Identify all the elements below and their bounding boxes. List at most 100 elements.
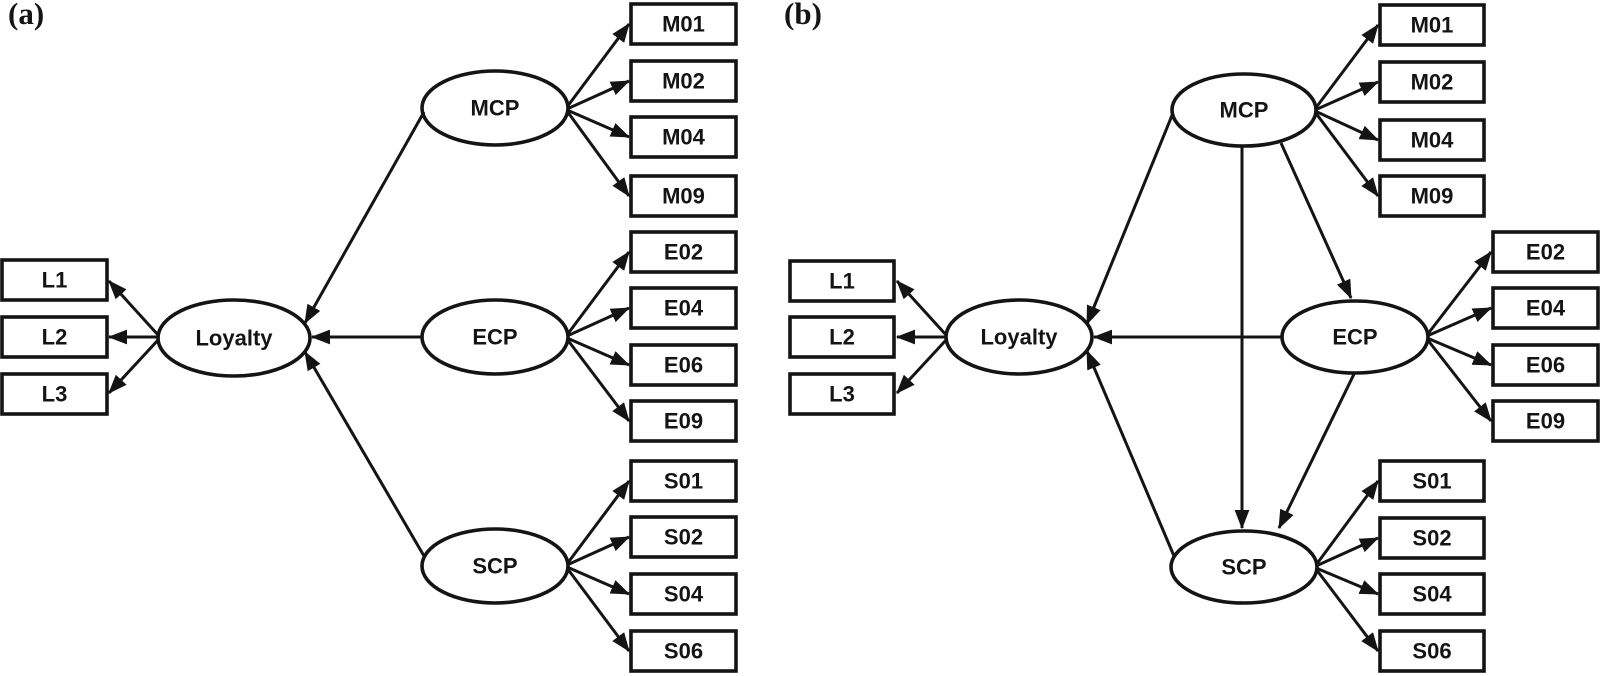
edge-scp-to-s04 <box>566 565 631 596</box>
indicator-box-s06 <box>629 629 738 673</box>
edge-mcp-to-m04 <box>1314 109 1380 142</box>
indicator-label-m09: M09 <box>662 184 705 209</box>
indicator-node-l1: L1 <box>788 259 896 303</box>
indicator-label-s02: S02 <box>664 525 703 550</box>
indicator-label-m02: M02 <box>662 69 705 94</box>
edge-ecp-to-e09 <box>1425 338 1493 422</box>
latent-node-mcp: MCP <box>1170 72 1318 148</box>
edge-scp-to-s01 <box>1314 480 1380 566</box>
indicator-node-m09: M09 <box>629 174 738 218</box>
indicator-label-l3: L3 <box>42 382 68 407</box>
indicator-label-e04: E04 <box>1526 296 1566 321</box>
indicator-node-m01: M01 <box>629 2 738 46</box>
indicator-box-l3 <box>0 372 109 416</box>
indicator-box-s04 <box>1378 572 1486 616</box>
indicator-box-e02 <box>1491 230 1600 274</box>
edge-mcp-to-loyalty <box>1085 112 1175 326</box>
latent-label-ecp: ECP <box>472 325 517 350</box>
indicator-node-s06: S06 <box>1378 629 1486 673</box>
indicator-box-m04 <box>629 115 738 159</box>
edge-mcp-to-m02 <box>1314 80 1380 112</box>
latent-label-scp: SCP <box>1221 555 1266 580</box>
indicator-node-e02: E02 <box>629 230 738 274</box>
indicator-box-m02 <box>1378 60 1486 104</box>
indicator-box-e06 <box>1491 343 1600 387</box>
indicator-label-s06: S06 <box>1412 639 1451 664</box>
indicator-label-m02: M02 <box>1411 70 1454 95</box>
indicator-label-l2: L2 <box>42 325 68 350</box>
edge-scp-to-s06 <box>1314 568 1380 652</box>
indicator-label-e02: E02 <box>1526 240 1565 265</box>
indicator-label-s01: S01 <box>1412 469 1451 494</box>
edge-ecp-to-e02 <box>565 251 631 336</box>
indicator-box-l2 <box>788 315 896 359</box>
indicator-node-e06: E06 <box>629 343 738 387</box>
edge-ecp-to-e09 <box>565 338 631 422</box>
edge-mcp-to-m09 <box>565 110 631 197</box>
indicator-node-s01: S01 <box>629 459 738 503</box>
indicator-box-s02 <box>1378 516 1486 560</box>
indicator-label-e02: E02 <box>664 240 703 265</box>
latent-node-scp: SCP <box>420 527 570 605</box>
edge-scp-to-s06 <box>565 567 631 652</box>
indicator-node-e09: E09 <box>1491 399 1600 443</box>
indicator-label-l3: L3 <box>829 382 855 407</box>
edge-scp-to-s04 <box>1315 566 1380 596</box>
latent-node-loyalty: Loyalty <box>944 298 1094 376</box>
indicator-label-m04: M04 <box>662 125 706 150</box>
latent-node-loyalty: Loyalty <box>156 298 312 378</box>
indicator-label-m01: M01 <box>1411 13 1454 38</box>
indicator-box-l3 <box>788 372 896 416</box>
latent-node-mcp: MCP <box>420 69 570 147</box>
indicator-box-m09 <box>629 174 738 218</box>
indicator-node-l2: L2 <box>788 315 896 359</box>
indicator-label-s04: S04 <box>1412 582 1452 607</box>
indicator-label-e09: E09 <box>1526 409 1565 434</box>
indicator-box-l1 <box>0 258 109 302</box>
indicator-node-l2: L2 <box>0 315 109 359</box>
indicator-box-e04 <box>1491 286 1600 330</box>
indicator-label-e06: E06 <box>1526 353 1565 378</box>
indicator-node-e02: E02 <box>1491 230 1600 274</box>
indicator-label-s01: S01 <box>664 469 703 494</box>
edge-mcp-to-m02 <box>566 79 631 111</box>
edge-loyalty-to-l1 <box>895 279 949 338</box>
indicator-label-e09: E09 <box>664 409 703 434</box>
indicator-box-s01 <box>629 459 738 503</box>
latent-label-scp: SCP <box>472 554 517 579</box>
indicator-node-s02: S02 <box>629 515 738 559</box>
edge-ecp-to-e04 <box>1426 306 1493 338</box>
indicator-label-m01: M01 <box>662 12 705 37</box>
indicator-label-m09: M09 <box>1411 184 1454 209</box>
indicator-node-m02: M02 <box>1378 60 1486 104</box>
indicator-label-e04: E04 <box>664 296 704 321</box>
indicator-box-l2 <box>0 315 109 359</box>
indicator-label-l1: L1 <box>829 269 855 294</box>
indicator-node-e04: E04 <box>1491 286 1600 330</box>
indicator-node-s06: S06 <box>629 629 738 673</box>
edge-scp-to-loyalty <box>303 350 426 557</box>
indicator-label-s02: S02 <box>1412 526 1451 551</box>
indicator-box-m09 <box>1378 174 1486 218</box>
panel-b-label: (b) <box>784 0 822 31</box>
indicator-box-l1 <box>788 259 896 303</box>
indicator-box-e02 <box>629 230 738 274</box>
indicator-node-m04: M04 <box>1378 118 1486 162</box>
edge-scp-to-s02 <box>566 535 631 567</box>
latent-label-loyalty: Loyalty <box>195 326 273 351</box>
edge-ecp-to-scp <box>1277 371 1357 530</box>
latent-node-ecp: ECP <box>420 298 570 376</box>
edge-ecp-to-e02 <box>1425 251 1493 336</box>
latent-label-mcp: MCP <box>1220 98 1269 123</box>
edge-mcp-to-m01 <box>1313 24 1380 110</box>
indicator-box-s01 <box>1378 459 1486 503</box>
indicator-node-s02: S02 <box>1378 516 1486 560</box>
edge-ecp-to-e06 <box>566 336 631 367</box>
indicator-box-m01 <box>629 2 738 46</box>
indicator-box-e09 <box>629 399 738 443</box>
indicator-node-e06: E06 <box>1491 343 1600 387</box>
indicator-node-e09: E09 <box>629 399 738 443</box>
indicator-node-e04: E04 <box>629 286 738 330</box>
